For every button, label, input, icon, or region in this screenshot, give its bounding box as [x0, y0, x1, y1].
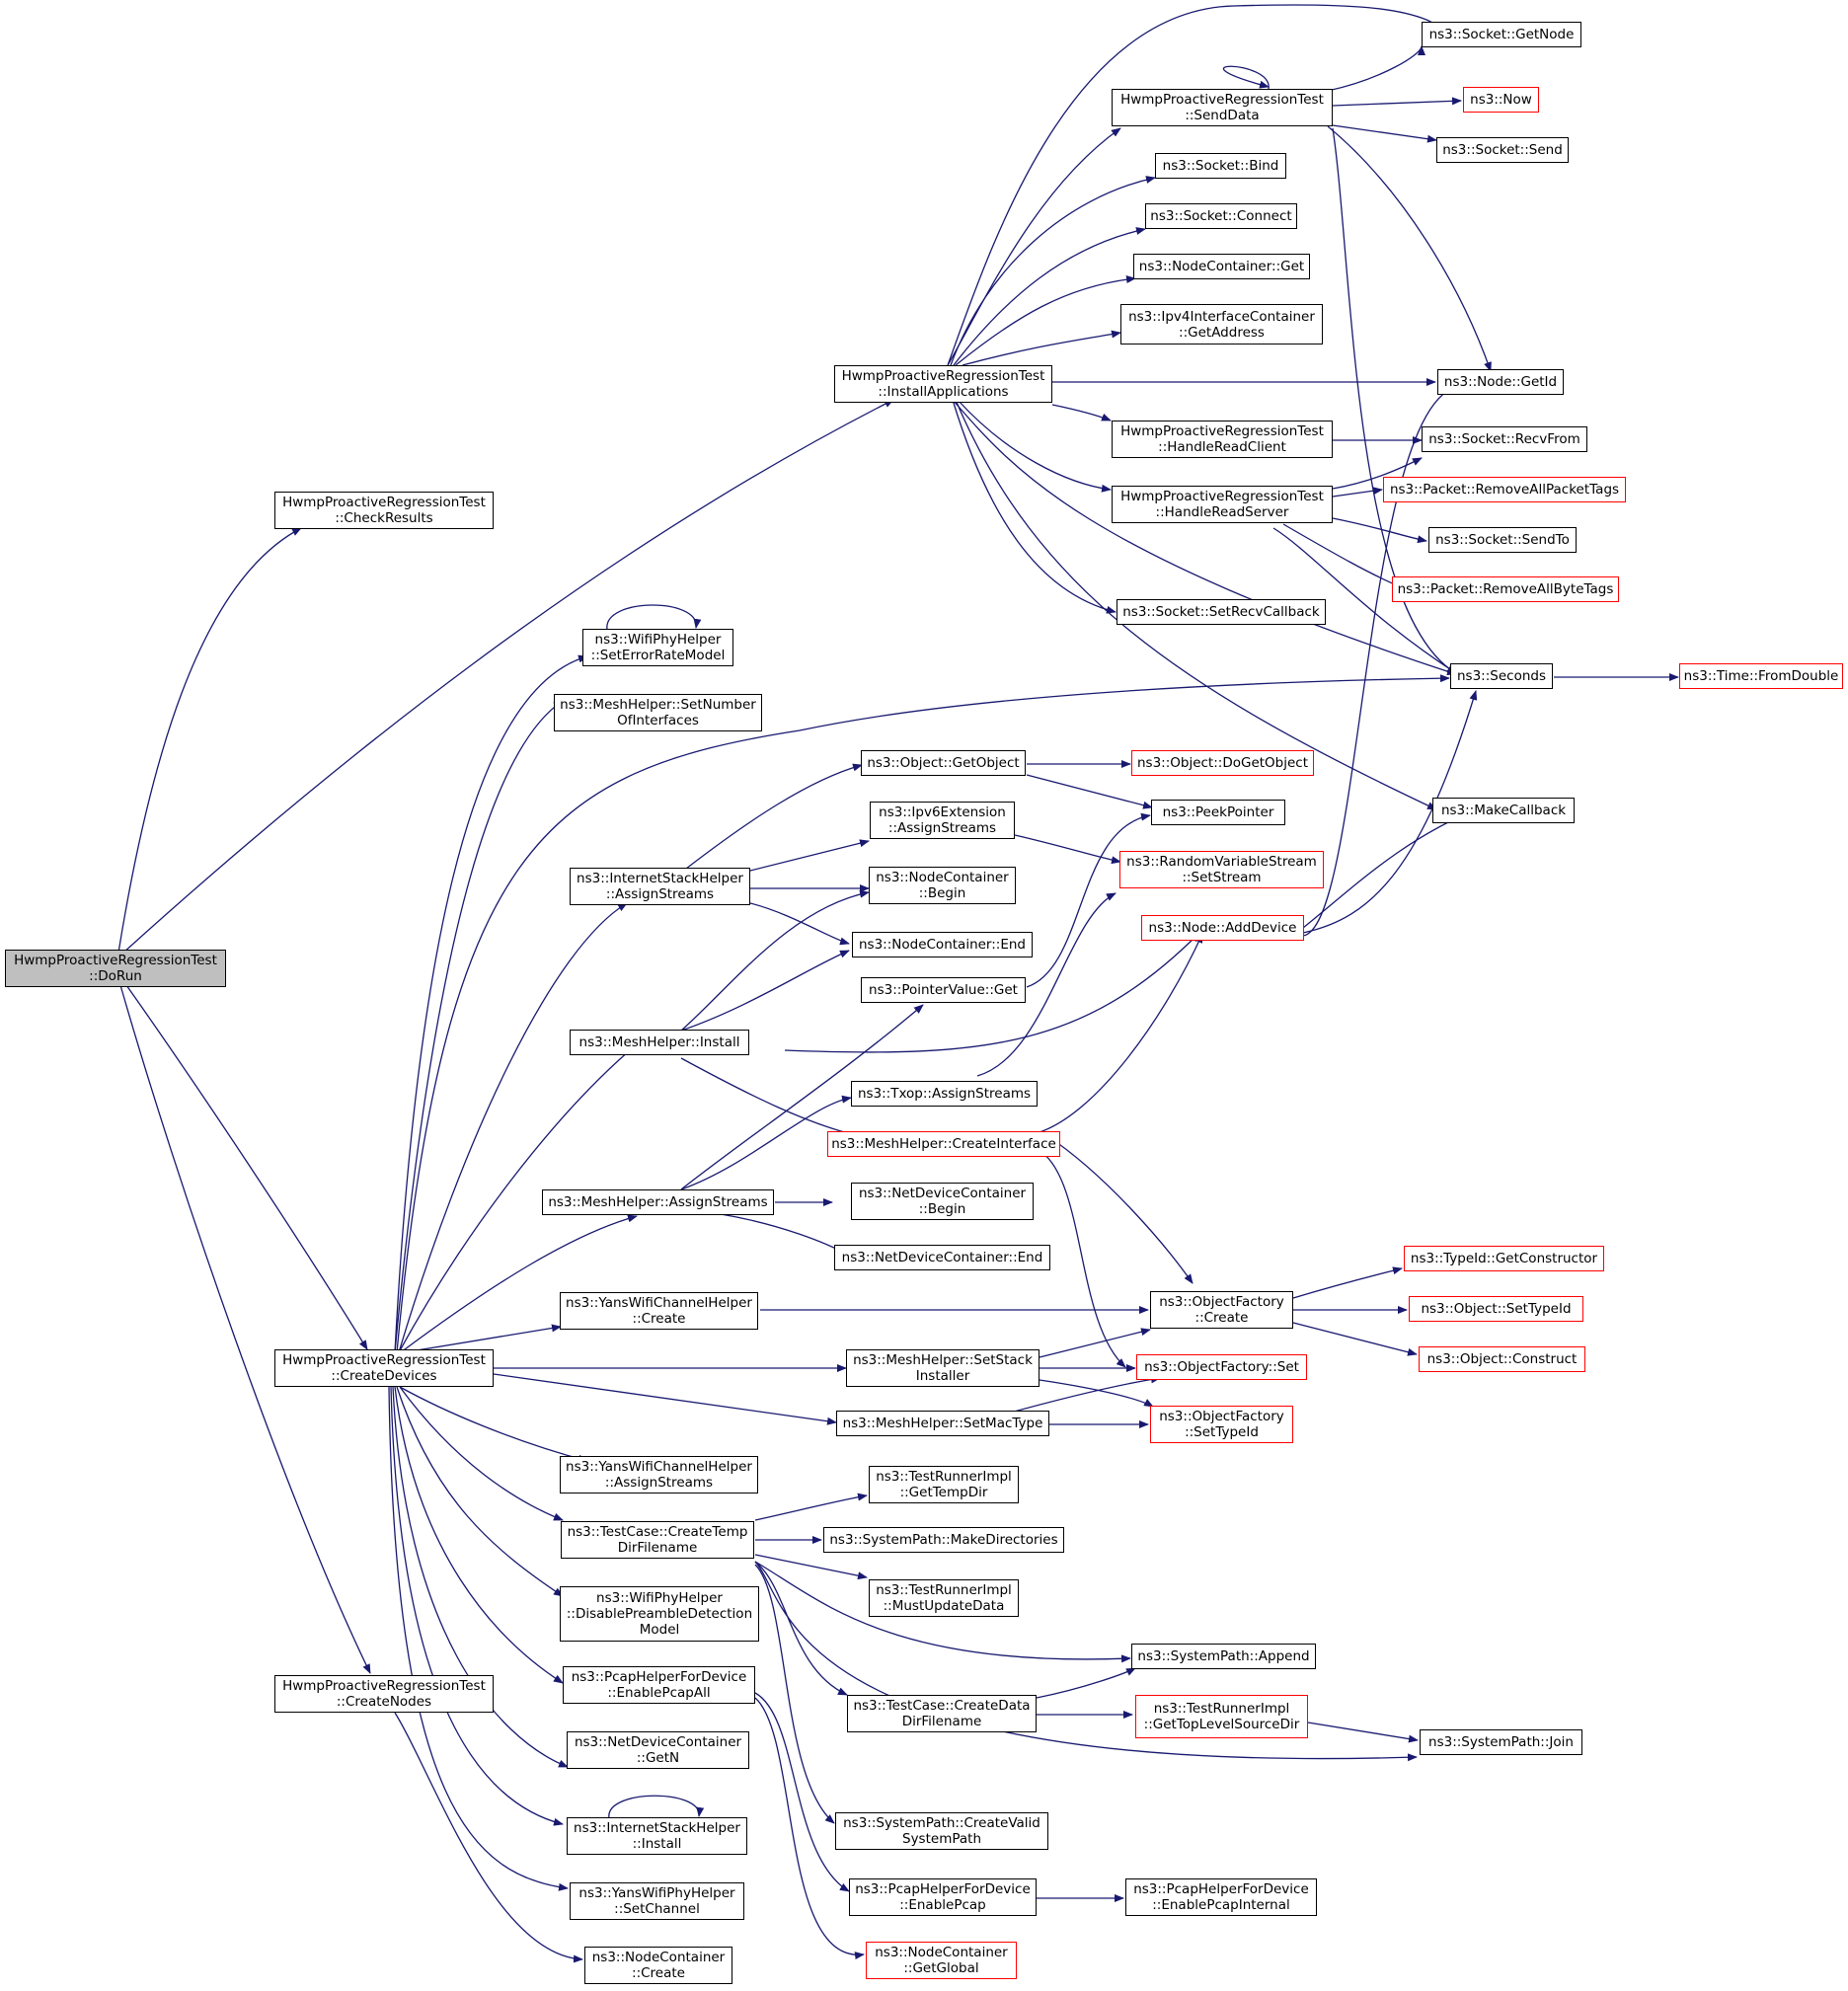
node-enable-pcap[interactable]: ns3::PcapHelperForDevice::EnablePcap — [849, 1878, 1037, 1916]
node-set-error-rate-model[interactable]: ns3::WifiPhyHelper::SetErrorRateModel — [582, 629, 733, 666]
node-make-directories[interactable]: ns3::SystemPath::MakeDirectories — [823, 1527, 1064, 1553]
node-socket-send[interactable]: ns3::Socket::Send — [1436, 137, 1569, 163]
node-peek-pointer[interactable]: ns3::PeekPointer — [1151, 800, 1285, 825]
node-socket-bind[interactable]: ns3::Socket::Bind — [1155, 153, 1286, 179]
node-make-callback[interactable]: ns3::MakeCallback — [1432, 798, 1575, 823]
node-socket-connect[interactable]: ns3::Socket::Connect — [1145, 203, 1297, 229]
node-ndc-begin[interactable]: ns3::NetDeviceContainer::Begin — [851, 1183, 1034, 1220]
node-nodecontainer-get-global[interactable]: ns3::NodeContainer::GetGlobal — [866, 1942, 1017, 1979]
node-typeid-get-constructor[interactable]: ns3::TypeId::GetConstructor — [1404, 1246, 1604, 1271]
node-ndc-get-n[interactable]: ns3::NetDeviceContainer::GetN — [567, 1731, 749, 1769]
node-testrunner-get-temp-dir[interactable]: ns3::TestRunnerImpl::GetTempDir — [869, 1466, 1019, 1503]
node-from-double[interactable]: ns3::Time::FromDouble — [1679, 663, 1843, 689]
node-create-devices[interactable]: HwmpProactiveRegressionTest::CreateDevic… — [274, 1349, 494, 1387]
node-object-construct[interactable]: ns3::Object::Construct — [1419, 1346, 1585, 1372]
node-now[interactable]: ns3::Now — [1463, 87, 1539, 113]
node-seconds[interactable]: ns3::Seconds — [1450, 663, 1553, 689]
node-txop-assign-streams[interactable]: ns3::Txop::AssignStreams — [851, 1081, 1038, 1107]
node-handle-read-client[interactable]: HwmpProactiveRegressionTest::HandleReadC… — [1112, 421, 1333, 458]
node-disable-preamble-detection[interactable]: ns3::WifiPhyHelper::DisablePreambleDetec… — [560, 1586, 759, 1642]
node-remove-all-byte-tags[interactable]: ns3::Packet::RemoveAllByteTags — [1392, 576, 1619, 602]
call-edges — [117, 4, 1679, 1963]
node-ipv6-extension-assign-streams[interactable]: ns3::Ipv6Extension::AssignStreams — [870, 802, 1015, 839]
node-mesh-create-interface[interactable]: ns3::MeshHelper::CreateInterface — [827, 1131, 1060, 1157]
node-set-recv-callback[interactable]: ns3::Socket::SetRecvCallback — [1116, 599, 1326, 625]
node-nodecontainer-end[interactable]: ns3::NodeContainer::End — [852, 932, 1033, 957]
node-get-object[interactable]: ns3::Object::GetObject — [861, 750, 1026, 776]
node-remove-all-packet-tags[interactable]: ns3::Packet::RemoveAllPacketTags — [1383, 477, 1626, 502]
node-socket-send-to[interactable]: ns3::Socket::SendTo — [1428, 527, 1577, 553]
node-handle-read-server[interactable]: HwmpProactiveRegressionTest::HandleReadS… — [1112, 486, 1333, 523]
node-objectfactory-create[interactable]: ns3::ObjectFactory::Create — [1150, 1291, 1293, 1329]
node-do-get-object[interactable]: ns3::Object::DoGetObject — [1131, 750, 1314, 776]
node-nodecontainer-get[interactable]: ns3::NodeContainer::Get — [1133, 254, 1310, 279]
node-rvs-set-stream[interactable]: ns3::RandomVariableStream::SetStream — [1119, 851, 1324, 888]
node-objectfactory-set-type-id[interactable]: ns3::ObjectFactory::SetTypeId — [1150, 1406, 1293, 1443]
node-yans-channel-create[interactable]: ns3::YansWifiChannelHelper::Create — [560, 1292, 758, 1330]
node-install-applications[interactable]: HwmpProactiveRegressionTest::InstallAppl… — [834, 365, 1052, 403]
node-send-data[interactable]: HwmpProactiveRegressionTest::SendData — [1112, 89, 1333, 126]
node-create-nodes[interactable]: HwmpProactiveRegressionTest::CreateNodes — [274, 1675, 494, 1713]
node-enable-pcap-internal[interactable]: ns3::PcapHelperForDevice::EnablePcapInte… — [1125, 1878, 1317, 1916]
node-socket-get-node[interactable]: ns3::Socket::GetNode — [1422, 22, 1581, 47]
node-check-results[interactable]: HwmpProactiveRegressionTest::CheckResult… — [274, 492, 494, 529]
node-objectfactory-set[interactable]: ns3::ObjectFactory::Set — [1136, 1354, 1307, 1380]
node-ipv4-get-address[interactable]: ns3::Ipv4InterfaceContainer::GetAddress — [1120, 304, 1323, 345]
node-ish-install[interactable]: ns3::InternetStackHelper::Install — [567, 1817, 747, 1855]
node-ndc-end[interactable]: ns3::NetDeviceContainer::End — [834, 1245, 1050, 1270]
node-node-get-id[interactable]: ns3::Node::GetId — [1437, 369, 1564, 395]
node-yans-channel-assign-streams[interactable]: ns3::YansWifiChannelHelper::AssignStream… — [560, 1456, 758, 1493]
node-get-top-level-source-dir[interactable]: ns3::TestRunnerImpl::GetTopLevelSourceDi… — [1135, 1695, 1308, 1738]
node-node-add-device[interactable]: ns3::Node::AddDevice — [1141, 915, 1304, 941]
node-systempath-append[interactable]: ns3::SystemPath::Append — [1131, 1644, 1316, 1669]
node-nodecontainer-create[interactable]: ns3::NodeContainer::Create — [584, 1947, 732, 1984]
node-mesh-set-mac-type[interactable]: ns3::MeshHelper::SetMacType — [836, 1411, 1049, 1436]
node-mesh-assign-streams[interactable]: ns3::MeshHelper::AssignStreams — [542, 1189, 774, 1215]
node-ish-assign-streams[interactable]: ns3::InternetStackHelper::AssignStreams — [570, 868, 750, 905]
node-object-set-type-id[interactable]: ns3::Object::SetTypeId — [1409, 1296, 1583, 1322]
node-nodecontainer-begin[interactable]: ns3::NodeContainer::Begin — [869, 867, 1016, 904]
node-yans-phy-set-channel[interactable]: ns3::YansWifiPhyHelper::SetChannel — [570, 1882, 744, 1920]
node-systempath-join[interactable]: ns3::SystemPath::Join — [1420, 1729, 1582, 1755]
node-mesh-install[interactable]: ns3::MeshHelper::Install — [570, 1030, 749, 1055]
node-socket-recv-from[interactable]: ns3::Socket::RecvFrom — [1422, 426, 1587, 452]
node-must-update-data[interactable]: ns3::TestRunnerImpl::MustUpdateData — [869, 1579, 1019, 1617]
node-do-run: HwmpProactiveRegressionTest::DoRun — [5, 950, 226, 987]
node-pointervalue-get[interactable]: ns3::PointerValue::Get — [861, 977, 1026, 1003]
node-enable-pcap-all[interactable]: ns3::PcapHelperForDevice::EnablePcapAll — [563, 1666, 755, 1704]
